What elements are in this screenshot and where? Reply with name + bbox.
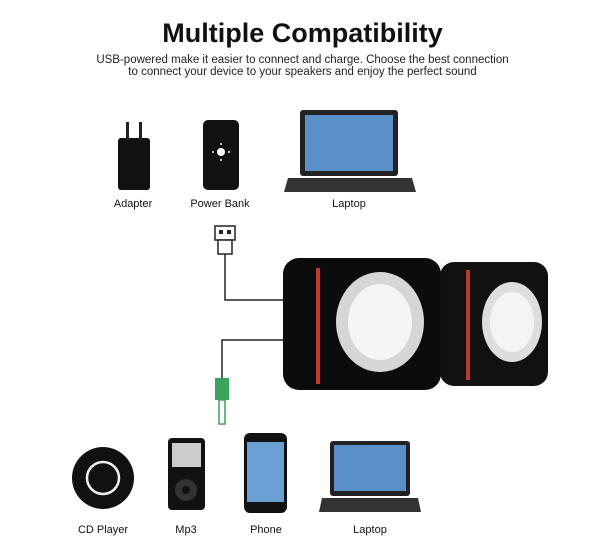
label-phone: Phone [250, 524, 282, 536]
subtitle-line-1: USB-powered make it easier to connect an… [96, 54, 509, 66]
label-cd-player: CD Player [77, 524, 129, 536]
phone-icon [244, 433, 287, 513]
adapter-icon [118, 122, 150, 190]
speaker-left-icon [283, 258, 441, 390]
cd-player-icon [72, 447, 134, 509]
subtitle-line-2: to connect your device to your speakers … [128, 66, 477, 78]
laptop-icon [284, 110, 416, 192]
label-mp3: Mp3 [175, 524, 197, 536]
laptop-bottom-icon [319, 441, 421, 512]
label-power-bank: Power Bank [190, 198, 250, 210]
audio-jack-icon [215, 339, 285, 425]
usb-cable-icon [214, 225, 285, 301]
speaker-right-icon [440, 262, 548, 386]
power-bank-icon [203, 120, 239, 190]
label-laptop-bottom: Laptop [353, 524, 387, 536]
label-adapter: Adapter [113, 198, 153, 210]
page-title: Multiple Compatibility [162, 18, 443, 48]
mp3-player-icon [168, 438, 205, 510]
label-laptop: Laptop [332, 198, 366, 210]
